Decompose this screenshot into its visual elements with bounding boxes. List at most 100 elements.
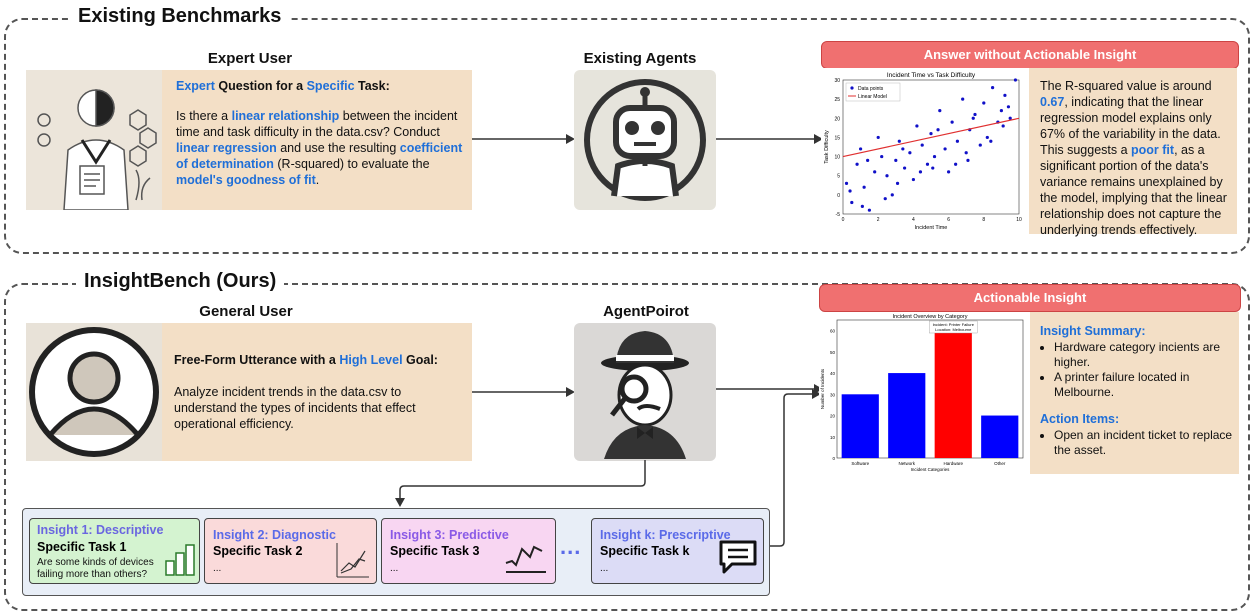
y-tick-label: 30	[830, 392, 836, 397]
answer-text-panel	[1029, 68, 1237, 234]
arrow-to-agentpoirot	[472, 387, 575, 397]
y-tick-label: 50	[830, 350, 836, 355]
data-point	[862, 185, 866, 189]
q-text: (R-squared) to evaluate the	[273, 157, 430, 171]
data-point	[932, 154, 937, 159]
expert-user-image	[26, 70, 162, 211]
data-point	[982, 101, 986, 105]
insight-detail: Are some kinds of devices failing more t…	[37, 557, 154, 580]
data-point	[848, 189, 852, 193]
data-point	[938, 109, 942, 113]
q-keyword: linear regression	[176, 141, 277, 155]
data-point	[943, 147, 947, 151]
data-point	[973, 112, 977, 117]
y-tick-label: 60	[830, 329, 836, 334]
y-tick-label: 20	[830, 414, 836, 419]
data-point	[971, 116, 975, 120]
insight-summary-title: Insight Summary:	[1040, 324, 1146, 338]
expert-keyword: Expert	[176, 79, 215, 93]
title-text: Free-Form Utterance with a	[174, 353, 340, 367]
data-point	[985, 135, 989, 140]
x-tick-label: 10	[1016, 217, 1022, 223]
y-tick-label: 25	[834, 97, 840, 103]
x-axis-label: Incident Time	[915, 225, 948, 231]
data-point	[901, 147, 905, 151]
data-point	[954, 162, 958, 166]
title-text: Question for a	[214, 79, 307, 93]
data-point	[850, 200, 854, 205]
arrow-to-existing-agents	[472, 134, 575, 144]
data-point	[903, 166, 907, 170]
legend-marker-points	[850, 86, 854, 90]
y-tick-label: 15	[834, 135, 840, 141]
y-tick-label: 10	[830, 435, 836, 440]
x-tick-label: 2	[877, 217, 880, 223]
specific-keyword: Specific	[306, 79, 355, 93]
insight-card-3: Insight 3: Predictive Specific Task 3 ..…	[381, 518, 556, 584]
robot-icon	[574, 70, 716, 210]
data-point	[859, 147, 863, 151]
insight-detail: ...	[390, 563, 399, 574]
chart-title: Incident Time vs Task Difficulty	[887, 72, 976, 79]
data-point	[894, 158, 898, 162]
data-point	[911, 177, 915, 182]
agentpoirot-icon	[574, 323, 716, 461]
data-point	[936, 128, 940, 132]
data-point	[920, 143, 924, 147]
general-question-text: Analyze incident trends in the data.csv …	[174, 385, 416, 431]
existing-benchmarks-title: Existing Benchmarks	[70, 5, 290, 28]
insightbench-section	[4, 283, 1250, 611]
insight-title: Insight 1: Descriptive	[37, 523, 164, 537]
data-point	[978, 143, 982, 147]
insight-task: Specific Task 1	[37, 540, 127, 554]
data-point	[1008, 116, 1012, 120]
q-text: Is there a	[176, 109, 232, 123]
general-user-avatar	[26, 323, 162, 461]
insightbench-title: InsightBench (Ours)	[76, 270, 285, 293]
y-tick-label: 0	[837, 193, 840, 199]
answer-without-insight-header: Answer without Actionable Insight	[821, 41, 1239, 69]
expert-question-title: Expert Question for a Specific Task:	[176, 78, 466, 94]
trend-icon	[505, 545, 546, 573]
insights-ellipsis: ...	[560, 534, 582, 559]
data-point	[931, 166, 935, 170]
plot-area	[842, 79, 1020, 215]
data-point	[885, 174, 889, 178]
message-icon	[719, 540, 757, 574]
data-point	[855, 162, 859, 166]
high-level-keyword: High Level	[339, 353, 403, 367]
data-point	[867, 208, 871, 212]
insight-task: Specific Task k	[600, 544, 690, 558]
actionable-insight-header: Actionable Insight	[819, 284, 1241, 312]
insight-detail: ...	[600, 563, 609, 574]
data-point	[961, 97, 965, 101]
y-tick-label: 20	[834, 116, 840, 122]
annotation-box	[929, 320, 978, 334]
summary-item: Hardware category incients are higher.	[1054, 340, 1236, 370]
y-axis-label: Task Difficulty	[824, 130, 830, 164]
data-point	[880, 154, 884, 159]
y-tick-label: 5	[837, 174, 840, 180]
data-point	[844, 181, 849, 185]
expert-question-panel	[162, 70, 472, 210]
data-point	[991, 86, 995, 90]
data-point	[966, 158, 970, 162]
arrow-to-answer	[716, 134, 823, 144]
general-question-title: Free-Form Utterance with a High Level Go…	[174, 352, 470, 368]
x-tick-label: Hardware	[943, 461, 963, 466]
expert-question-text: Is there a linear relationship between t…	[176, 108, 468, 188]
data-point	[873, 170, 877, 174]
x-tick-label: 4	[912, 217, 915, 223]
actionable-insight-panel	[1030, 312, 1239, 474]
insight-task: Specific Task 3	[390, 544, 480, 558]
data-point	[883, 197, 887, 201]
data-point	[895, 181, 900, 185]
data-point	[1006, 105, 1011, 109]
data-point	[964, 151, 968, 155]
data-point	[1013, 78, 1018, 82]
x-tick-label: Network	[898, 461, 915, 466]
existing-agents-header: Existing Agents	[583, 50, 697, 67]
